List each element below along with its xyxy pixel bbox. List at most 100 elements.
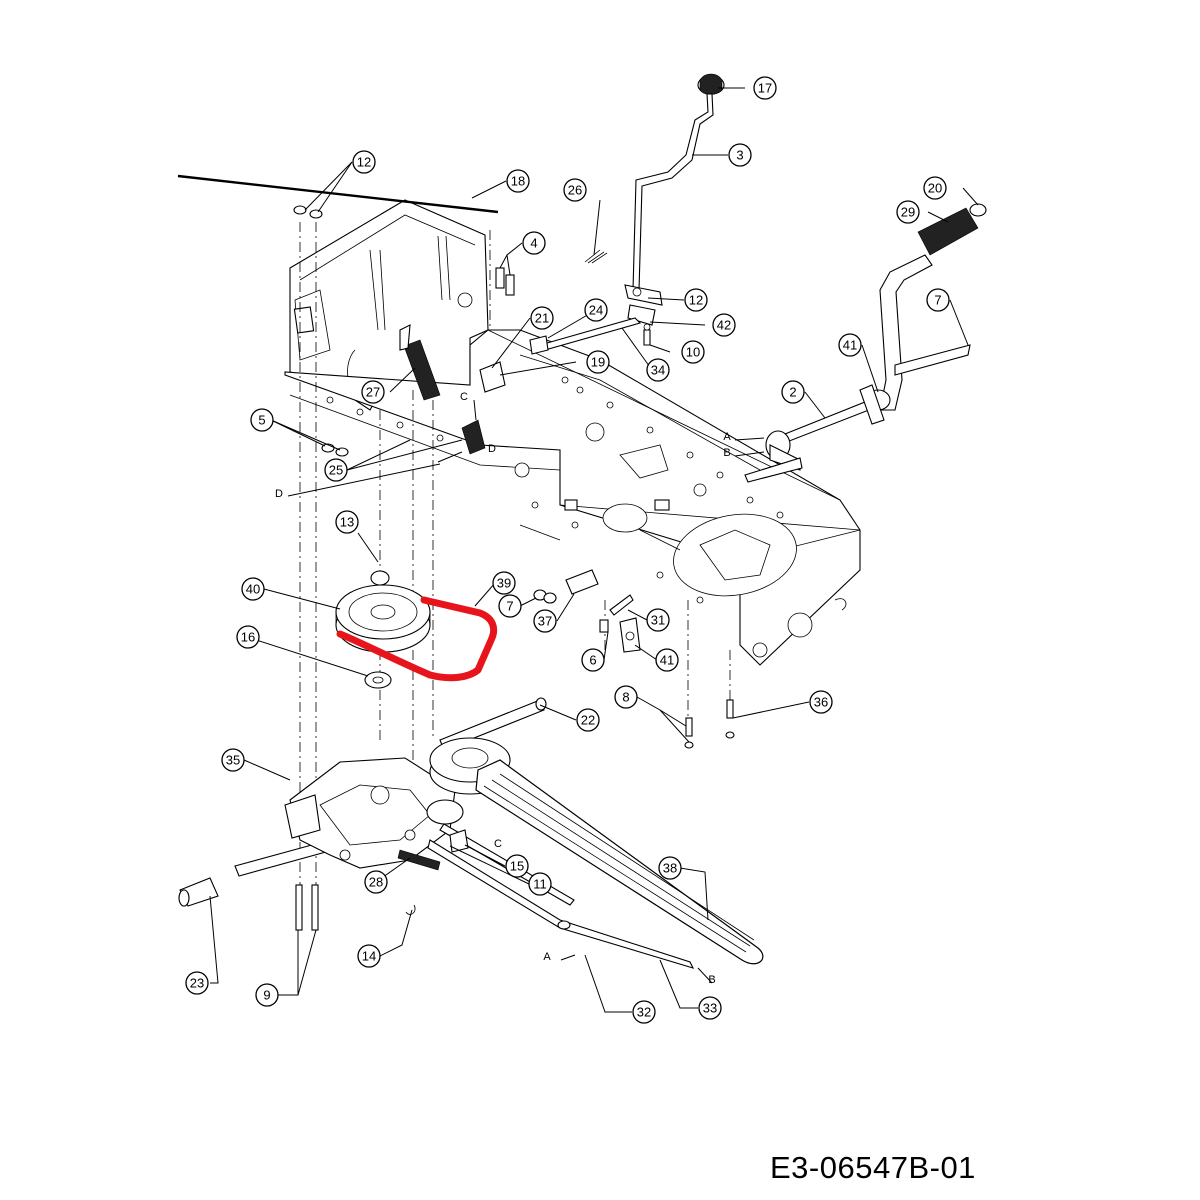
callout-15: 15 — [505, 854, 529, 878]
callout-number: 34 — [651, 363, 665, 378]
callout-circle — [506, 169, 530, 193]
callout-number: 9 — [263, 988, 270, 1003]
callout-circle — [352, 150, 376, 174]
callout-number: 4 — [530, 236, 537, 251]
callout-26: 26 — [563, 178, 587, 202]
callout-number: 16 — [241, 630, 255, 645]
callout-29: 29 — [896, 200, 920, 224]
callout-number: 26 — [568, 183, 582, 198]
callout-circle — [728, 143, 752, 167]
callout-number: 28 — [369, 875, 383, 890]
callout-number: 32 — [637, 1005, 651, 1020]
callout-circle — [681, 340, 705, 364]
callout-circle — [255, 983, 279, 1007]
callout-40: 40 — [241, 577, 265, 601]
callout-circle — [684, 288, 708, 312]
callout-circle — [498, 594, 522, 618]
callout-number: 27 — [366, 385, 380, 400]
brake-pedal-assembly — [744, 203, 987, 483]
callout-number: 7 — [506, 599, 513, 614]
reference-letter-c: C — [494, 838, 502, 850]
callout-number: 40 — [246, 582, 260, 597]
callout-number: 33 — [703, 1001, 717, 1016]
drive-belt-39 — [336, 596, 498, 682]
callout-number: 11 — [533, 877, 547, 892]
callout-circle — [236, 625, 260, 649]
callout-number: 12 — [357, 155, 371, 170]
callout-circle — [646, 608, 670, 632]
callout-circle — [505, 854, 529, 878]
callout-3: 3 — [728, 143, 752, 167]
callout-number: 21 — [535, 311, 549, 326]
callout-42: 42 — [712, 313, 736, 337]
callout-circle — [712, 313, 736, 337]
callout-number: 18 — [511, 174, 525, 189]
callout-35: 35 — [221, 748, 245, 772]
callout-circle — [576, 708, 600, 732]
callout-number: 38 — [663, 861, 677, 876]
callout-21: 21 — [530, 306, 554, 330]
callout-circle — [324, 458, 348, 482]
reference-letter-c: C — [460, 391, 468, 403]
callout-27: 27 — [361, 380, 385, 404]
callout-number: 22 — [581, 713, 595, 728]
callout-circle — [522, 231, 546, 255]
callout-25: 25 — [324, 458, 348, 482]
reference-letter-d: D — [275, 488, 283, 500]
callout-36: 36 — [809, 690, 833, 714]
callout-number: 24 — [589, 303, 603, 318]
callout-circle — [614, 685, 638, 709]
callout-circle — [646, 358, 670, 382]
callout-circle — [655, 648, 679, 672]
callout-number: 42 — [717, 318, 731, 333]
callout-number: 5 — [258, 413, 265, 428]
callout-34: 34 — [646, 358, 670, 382]
callout-circle — [781, 380, 805, 404]
callout-37: 37 — [533, 609, 557, 633]
callout-number: 13 — [340, 515, 354, 530]
callout-13: 13 — [335, 510, 359, 534]
callout-23: 23 — [185, 971, 209, 995]
callout-number: 29 — [901, 205, 915, 220]
callout-circle — [241, 577, 265, 601]
callout-11: 11 — [528, 872, 552, 896]
callout-number: 23 — [190, 976, 204, 991]
reference-letter-b: B — [723, 447, 730, 459]
callout-number: 10 — [686, 345, 700, 360]
callout-circle — [357, 944, 381, 968]
callout-41: 41 — [655, 648, 679, 672]
frame-assembly — [284, 199, 861, 666]
callout-16: 16 — [236, 625, 260, 649]
callout-circle — [364, 870, 388, 894]
callout-circle — [581, 648, 605, 672]
callout-9: 9 — [255, 983, 279, 1007]
callout-number: 2 — [789, 385, 796, 400]
callout-circle — [361, 380, 385, 404]
callout-number: 3 — [736, 148, 743, 163]
callout-number: 15 — [510, 859, 524, 874]
callout-31: 31 — [646, 608, 670, 632]
callout-number: 17 — [758, 81, 772, 96]
reference-letter-b: B — [708, 974, 715, 986]
callout-7: 7 — [498, 594, 522, 618]
callout-circle — [838, 333, 862, 357]
callout-circle — [563, 178, 587, 202]
callout-28: 28 — [364, 870, 388, 894]
callout-number: 12 — [689, 293, 703, 308]
callout-number: 20 — [928, 181, 942, 196]
callout-number: 19 — [591, 355, 605, 370]
callout-circle — [335, 510, 359, 534]
callout-18: 18 — [506, 169, 530, 193]
pulley-40 — [335, 584, 431, 653]
callout-22: 22 — [576, 708, 600, 732]
callout-number: 25 — [329, 463, 343, 478]
callout-number: 36 — [814, 695, 828, 710]
callout-number: 14 — [362, 949, 376, 964]
callout-number: 6 — [589, 653, 596, 668]
callout-number: 7 — [934, 293, 941, 308]
callout-39: 39 — [492, 571, 516, 595]
callout-38: 38 — [658, 856, 682, 880]
callout-circle — [896, 200, 920, 224]
callout-20: 20 — [923, 176, 947, 200]
callout-circle — [753, 76, 777, 100]
